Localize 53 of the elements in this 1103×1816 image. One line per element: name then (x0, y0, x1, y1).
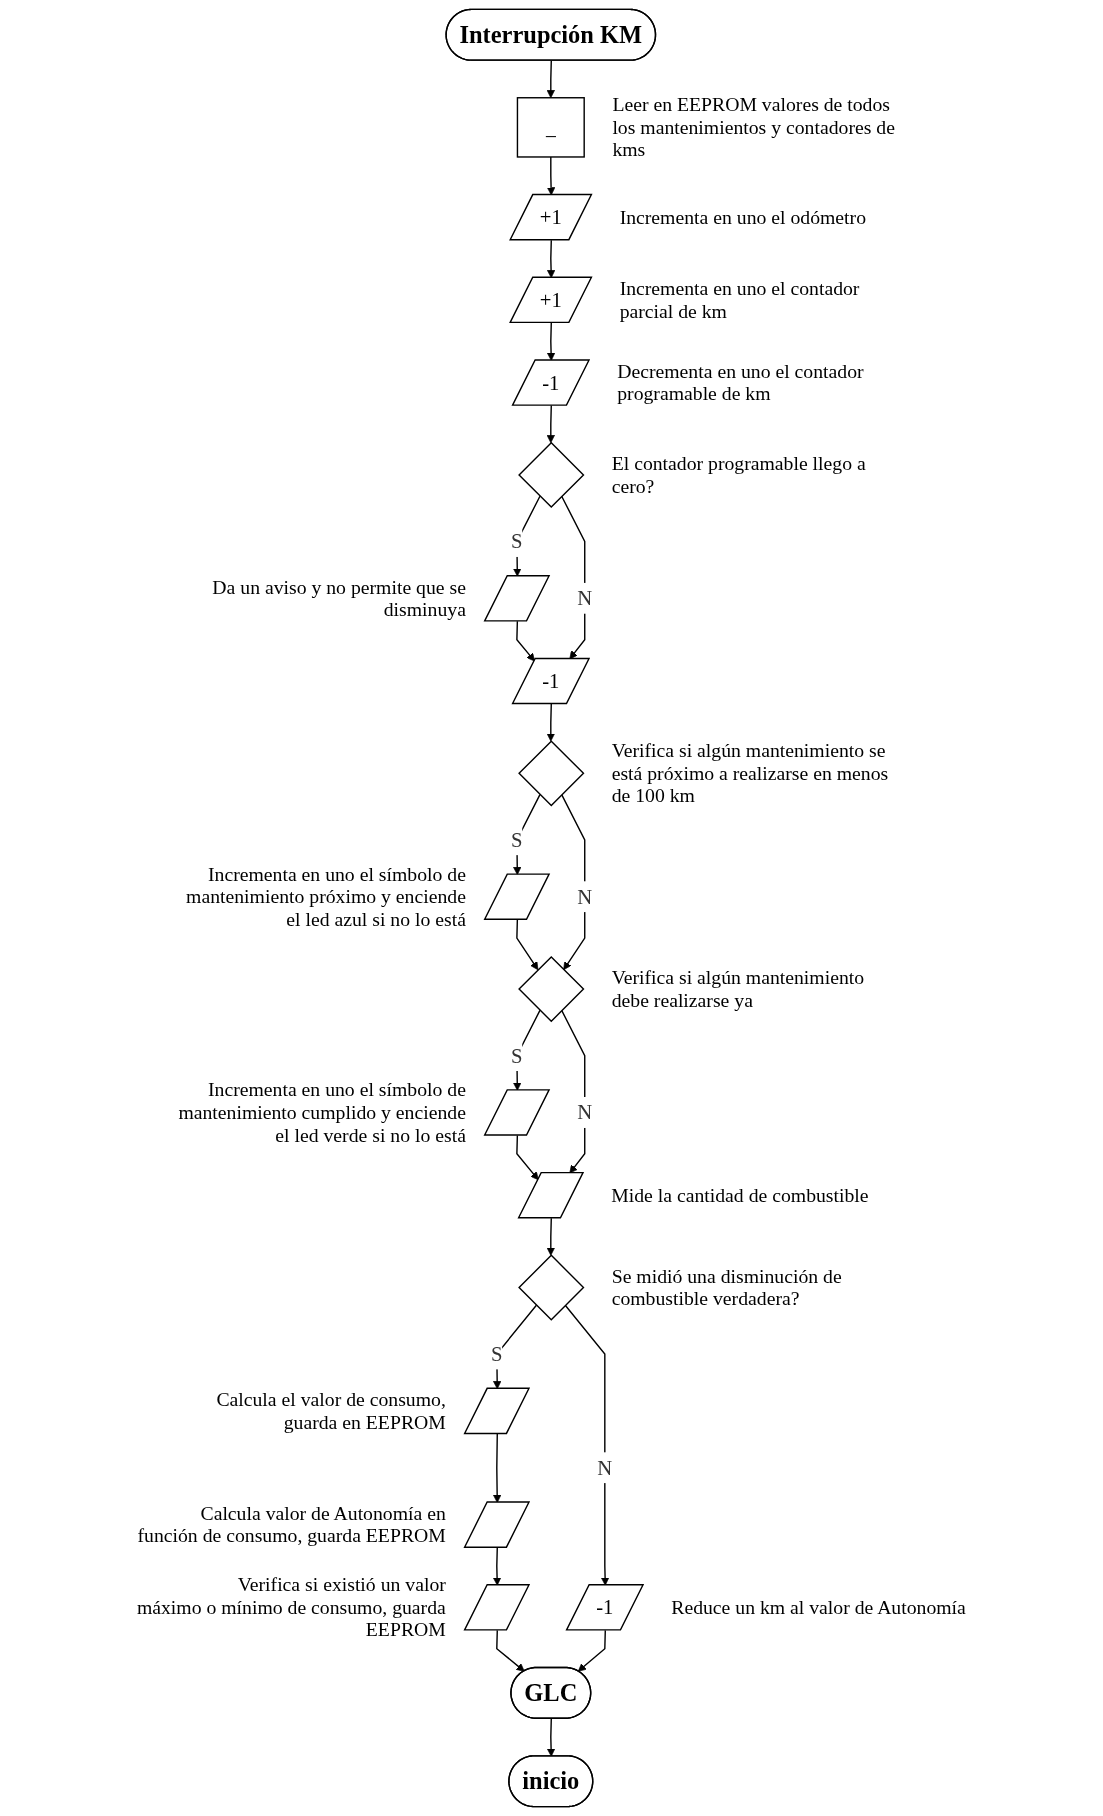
io-parallelogram: -1 (511, 657, 591, 705)
annotation-text: Verifica si algún mantenimiento debe realizarse ya (611, 966, 865, 1011)
decision-diamond (518, 955, 585, 1023)
arrow (577, 1629, 606, 1672)
arrow (546, 703, 555, 742)
annotation-text: Verifica si existió un valor máximo o mínimo de consumo, guarda EEPROM (136, 1573, 446, 1641)
edge-label: N (597, 1452, 613, 1484)
terminal-ellipse: inicio (508, 1755, 594, 1808)
annotation-text: Mide la cantidad de combustible (611, 1183, 869, 1206)
annotation-text: Incrementa en uno el contador parcial de km (619, 277, 860, 322)
annotation-text: El contador programable llego a cero? (611, 452, 866, 497)
edge-label: N (577, 582, 593, 614)
arrow (546, 1217, 555, 1256)
io-parallelogram: -1 (565, 1584, 645, 1631)
annotation-text: Calcula valor de Autonomía en función de consumo, guarda EEPROM (137, 1501, 446, 1547)
edge-label: S (511, 1040, 523, 1072)
decision-diamond (518, 441, 585, 509)
arrow (516, 919, 539, 971)
io-parallelogram (483, 1089, 551, 1136)
annotation-text: Verifica si algún mantenimiento se está próximo a realizarse en menos de 100 km (611, 739, 889, 807)
edge-label: N (577, 881, 593, 913)
io-parallelogram (483, 575, 551, 622)
arrow (546, 59, 555, 99)
annotation-text: Calcula el valor de consumo, guarda en EEPROM (216, 1388, 446, 1433)
process-box: _ (516, 97, 585, 158)
annotation-text: Reduce un km al valor de Autonomía (671, 1595, 966, 1618)
annotation-text: Incrementa en uno el símbolo de mantenimiento próximo y enciende el led azul si no lo está (186, 862, 466, 930)
io-parallelogram (463, 1584, 531, 1631)
io-parallelogram (463, 1501, 531, 1548)
io-parallelogram (483, 873, 551, 920)
annotation-text: Decrementa en uno el contador programable de km (617, 359, 864, 405)
arrow (493, 1433, 502, 1503)
arrow (546, 322, 556, 361)
annotation-text: Da un aviso y no permite que se disminuya (212, 575, 466, 621)
arrow (516, 620, 535, 662)
edge-label: S (511, 824, 523, 856)
io-parallelogram: +1 (509, 193, 593, 241)
decision-diamond (518, 740, 585, 807)
annotation-text: Incrementa en uno el odómetro (619, 205, 866, 228)
io-parallelogram (517, 1171, 585, 1219)
annotation-text: Leer en EEPROM valores de todos los mantenimientos y contadores de kms (612, 93, 895, 161)
arrow (546, 1718, 556, 1757)
io-parallelogram: -1 (511, 359, 591, 406)
terminal-ellipse: GLC (510, 1666, 592, 1719)
annotation-text: Incrementa en uno el símbolo de mantenimiento cumplido y enciende el led verde si no lo está (178, 1078, 466, 1146)
edge-label: S (511, 525, 523, 557)
io-parallelogram: +1 (509, 276, 593, 324)
annotation-text: Se midió una disminución de combustible verdadera? (611, 1264, 842, 1310)
io-parallelogram (463, 1387, 531, 1435)
edge-label: N (577, 1096, 593, 1128)
arrow (496, 1629, 525, 1672)
terminal-ellipse: Interrupción KM (445, 8, 657, 61)
decision-diamond (518, 1254, 585, 1321)
